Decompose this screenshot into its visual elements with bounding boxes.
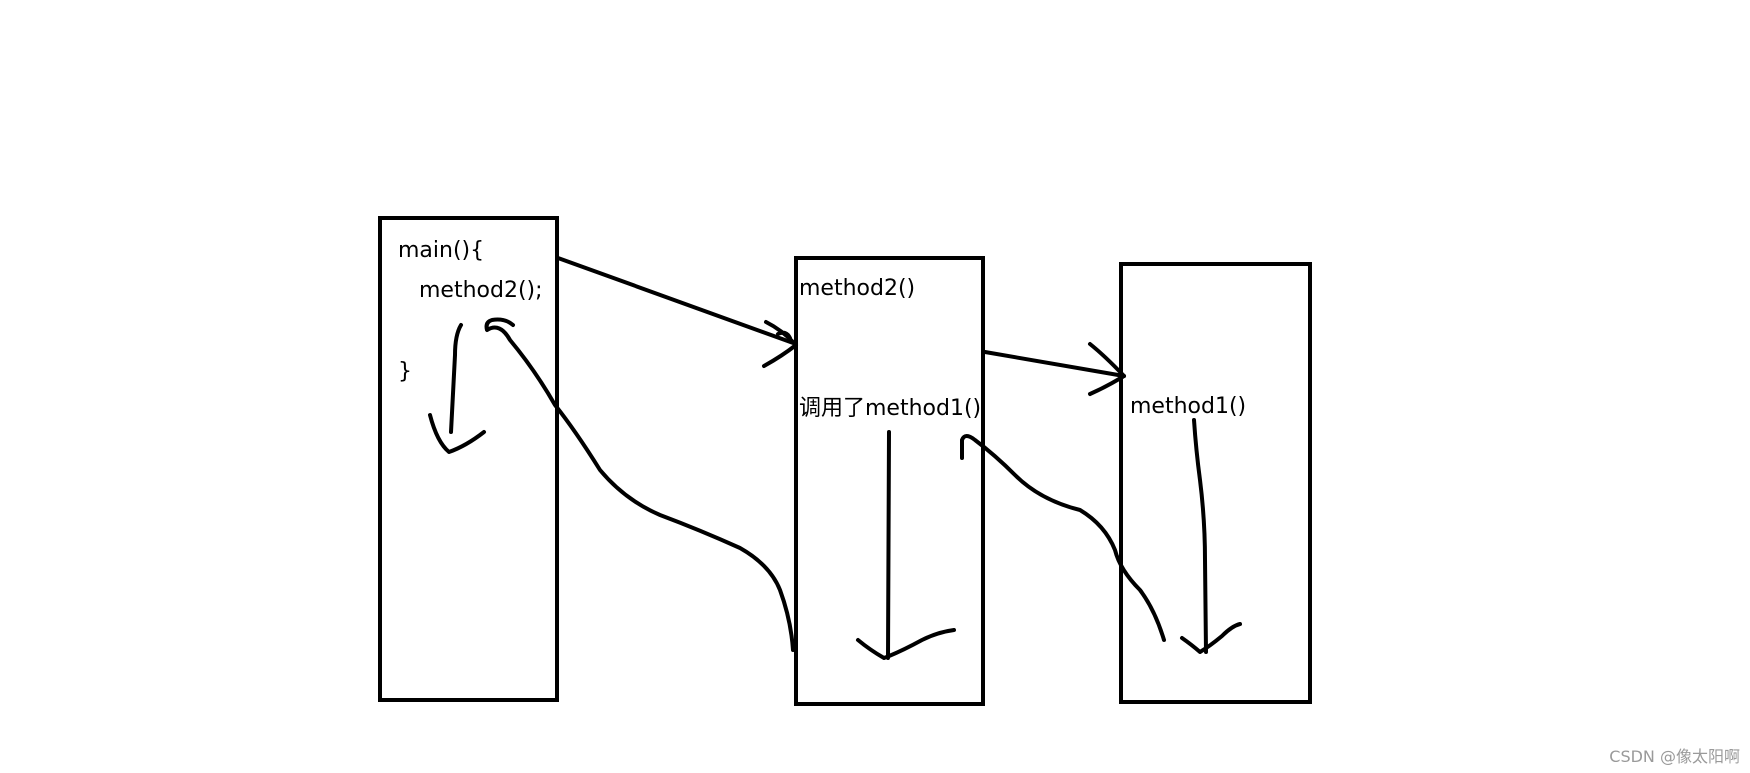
main-line2: method2();: [419, 278, 543, 303]
csdn-watermark: CSDN @像太阳啊: [1609, 747, 1740, 766]
method2-call-text: 调用了method1(): [799, 396, 982, 421]
call-arrow-main-to-method2-head: [762, 320, 798, 368]
main-line1: main(){: [398, 238, 485, 263]
method2-title: method2(): [799, 276, 916, 301]
method1-box: [1119, 262, 1312, 704]
call-arrow-method2-to-method1: [983, 350, 1126, 378]
method1-title: method1(): [1130, 394, 1247, 419]
method2-box: [794, 256, 985, 706]
main-line3: }: [398, 359, 412, 384]
call-arrow-main-to-method2: [556, 256, 798, 346]
